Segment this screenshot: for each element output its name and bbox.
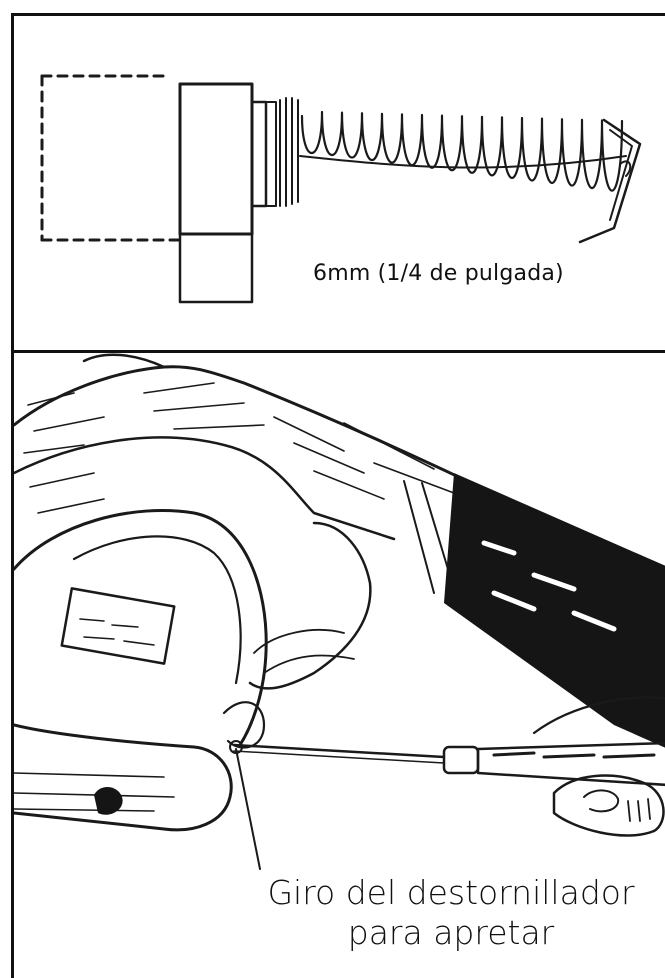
worn-brush-outline	[40, 74, 184, 242]
screwdriver-caption-line1: Giro del destornillador	[267, 873, 635, 912]
screw-leader-line	[229, 740, 261, 870]
tool-screwdriver-drawing	[14, 353, 665, 870]
screwdriver-caption: Giro del destornillador para apretar	[241, 873, 661, 953]
guide-bar	[444, 473, 665, 748]
brush-spring	[299, 110, 627, 192]
brush-neck	[250, 97, 299, 208]
brush-diagram-panel: 6mm (1/4 de pulgada)	[11, 13, 665, 351]
carbon-brush-block	[178, 82, 254, 304]
hand-holding-tool	[248, 521, 372, 690]
screwdriver	[232, 696, 665, 837]
spring-terminal	[578, 118, 642, 244]
brush-length-caption: 6mm (1/4 de pulgada)	[313, 261, 564, 286]
screwdriver-diagram-panel: Giro del destornillador para apretar	[11, 350, 665, 978]
carbon-brush-drawing	[40, 74, 642, 304]
motor-housing	[14, 509, 268, 832]
screwdriver-caption-line2: para apretar	[347, 913, 555, 952]
